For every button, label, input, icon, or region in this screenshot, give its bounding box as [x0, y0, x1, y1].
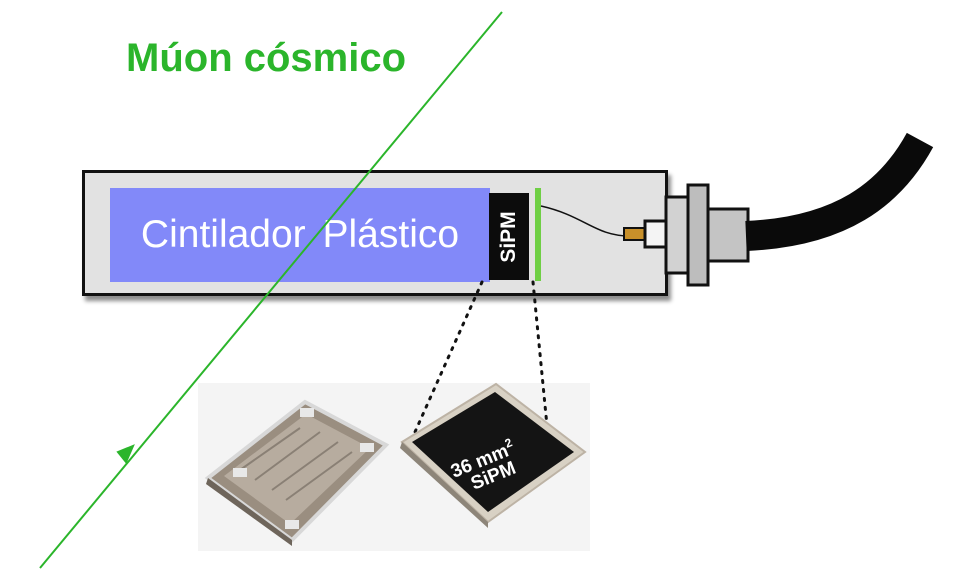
bare-sipm-chip [204, 399, 390, 546]
scintillator-label: Cintilador Plástico [140, 213, 460, 256]
plastic-scintillator: Cintilador Plástico [110, 188, 490, 282]
muon-title: Múon cósmico [126, 36, 407, 80]
sipm-strip [535, 188, 541, 281]
cable-icon [745, 132, 934, 251]
packaged-sipm-chip: 36 mm2 SiPM [400, 382, 587, 528]
zoom-dotted-lines [413, 280, 550, 438]
arrow-down-left-icon [116, 444, 135, 464]
signal-wire [540, 205, 631, 237]
muon-track [39, 11, 503, 569]
bnc-connector-icon [623, 183, 750, 287]
sipm-block: SiPM [489, 193, 529, 280]
